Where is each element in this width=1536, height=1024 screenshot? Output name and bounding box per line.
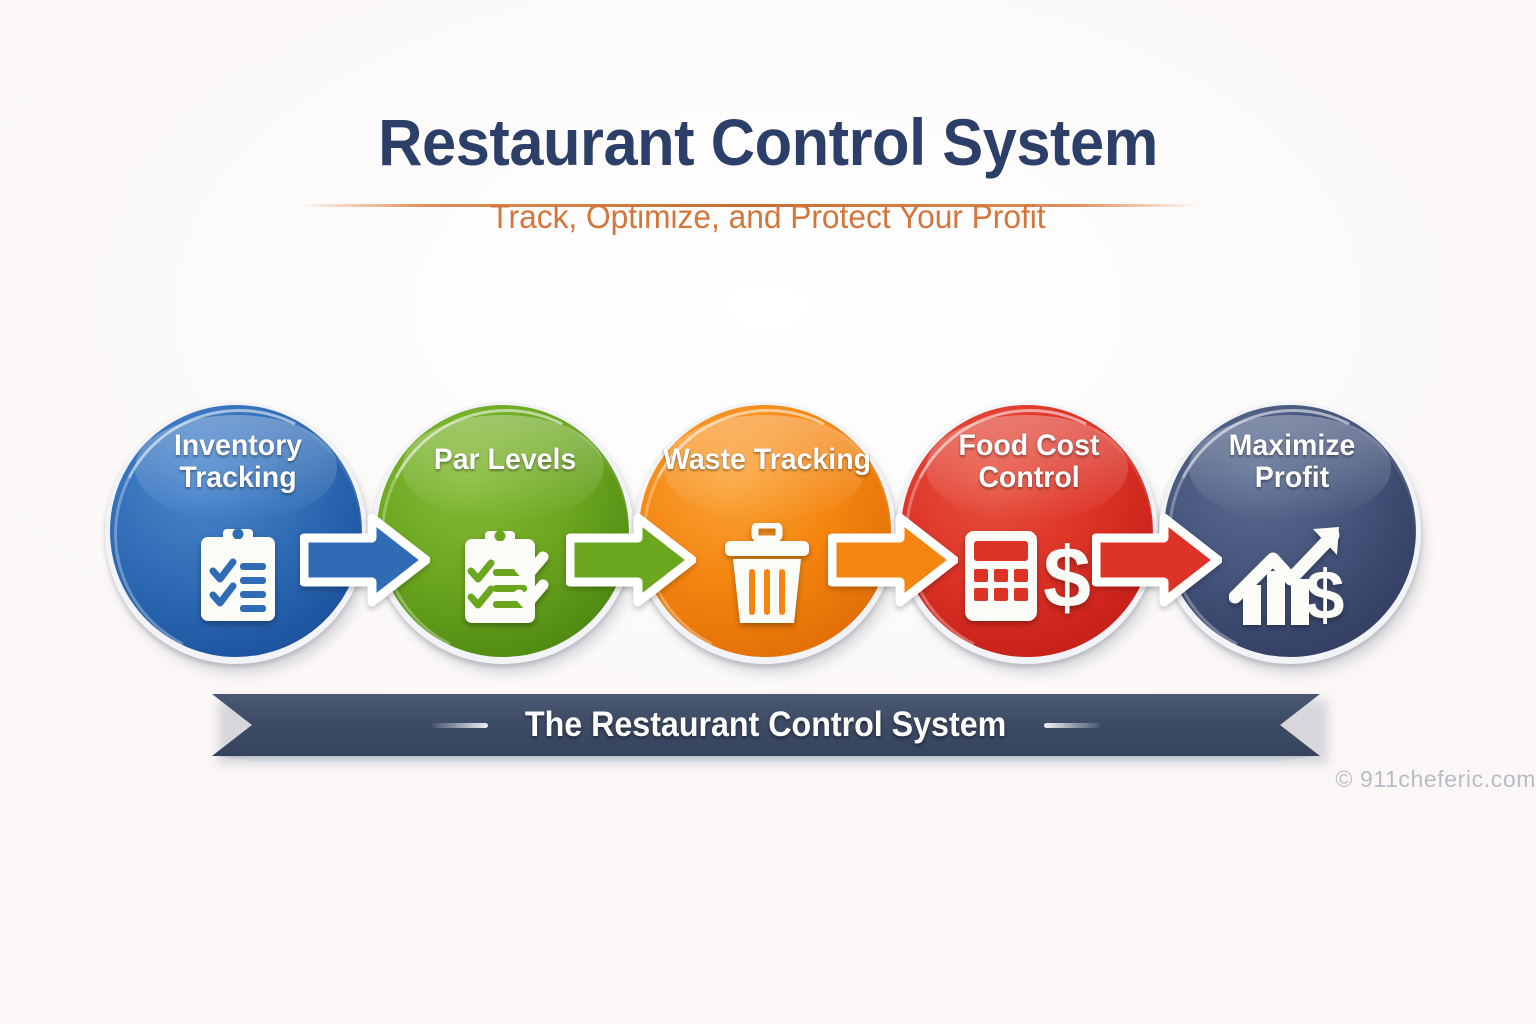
step-par-levels[interactable]: Par Levels xyxy=(348,376,664,692)
page-title: Restaurant Control System xyxy=(378,105,1158,179)
step-inventory-tracking[interactable]: Inventory Tracking xyxy=(81,376,397,692)
banner-text: The Restaurant Control System xyxy=(525,705,1007,744)
step-label: Waste Tracking xyxy=(662,443,872,476)
banner-dash-right xyxy=(1043,722,1100,728)
step-label: Inventory Tracking xyxy=(173,429,303,494)
step-label: Food Cost Control xyxy=(958,429,1100,494)
arrow-inventory-to-par xyxy=(300,512,430,608)
circle-face xyxy=(1164,405,1416,657)
growth-chart-dollar-icon: $ xyxy=(1159,520,1425,630)
banner-underline xyxy=(218,756,1314,763)
calculator-dollar-icon: $ xyxy=(896,520,1162,630)
clipboard-checkmarks-icon xyxy=(372,520,638,630)
step-waste-tracking[interactable]: Waste Tracking xyxy=(610,376,926,692)
arrow-foodcost-to-profit xyxy=(1092,512,1222,608)
svg-text:$: $ xyxy=(1043,530,1091,625)
clipboard-checklist-icon xyxy=(105,520,371,630)
title-divider-rule xyxy=(300,204,1200,207)
page-subtitle: Track, Optimize, and Protect Your Profit xyxy=(490,198,1046,235)
trash-bin-icon xyxy=(634,520,900,630)
step-label: Par Levels xyxy=(433,443,577,476)
copyright-credit: © 911cheferic.com xyxy=(1335,766,1536,792)
process-flow: Inventory Tracking xyxy=(0,376,1536,702)
step-label: Maximize Profit xyxy=(1228,429,1356,494)
step-food-cost-control[interactable]: Food Cost Control $ xyxy=(872,376,1188,692)
svg-text:$: $ xyxy=(1306,556,1345,627)
arrow-par-to-waste xyxy=(566,512,696,608)
arrow-waste-to-foodcost xyxy=(828,512,958,608)
banner-dash-left xyxy=(432,722,489,728)
banner-area: The Restaurant Control System xyxy=(0,690,1536,780)
banner-ribbon: The Restaurant Control System xyxy=(212,694,1320,756)
header: Restaurant Control System Track, Optimiz… xyxy=(0,0,1536,236)
step-maximize-profit[interactable]: Maximize Profit $ xyxy=(1135,376,1451,692)
